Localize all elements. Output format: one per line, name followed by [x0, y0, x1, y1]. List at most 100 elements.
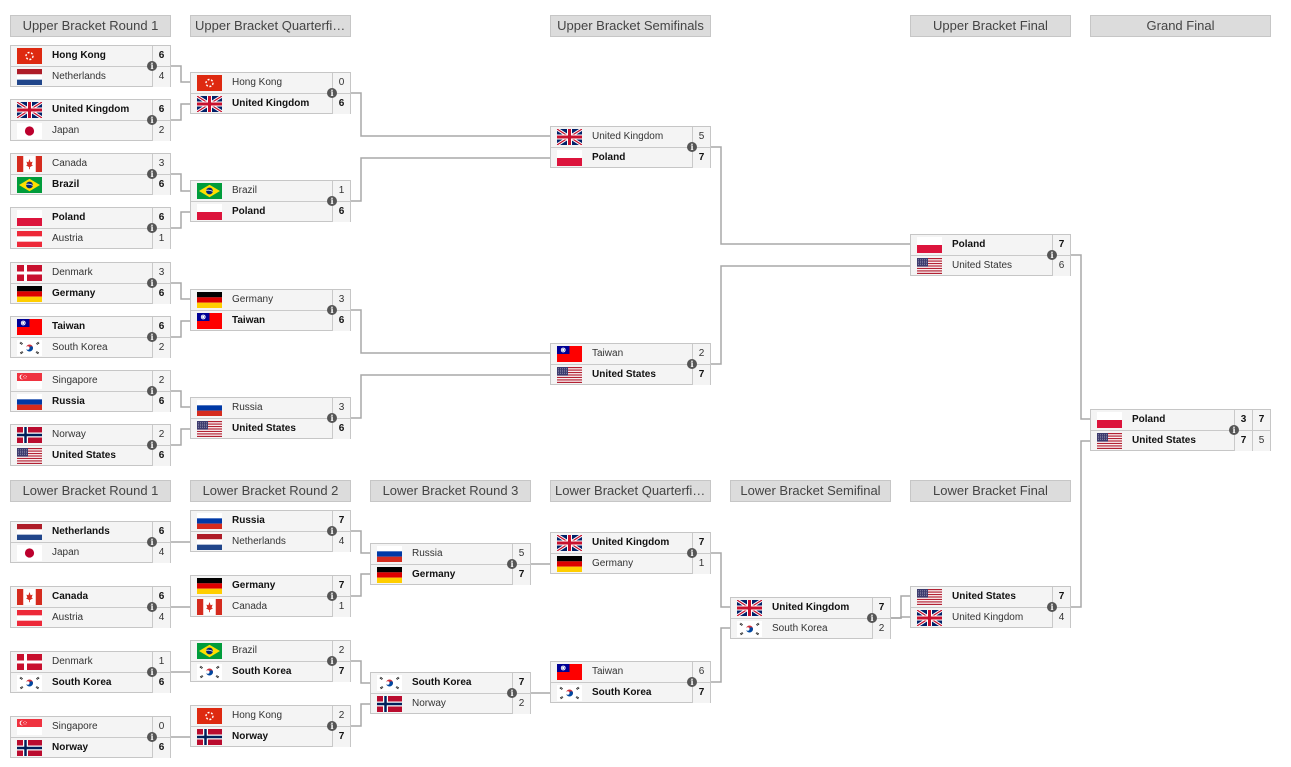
team-name: Norway	[52, 429, 86, 440]
team-score: 0	[152, 717, 170, 737]
match-info-icon[interactable]: i	[327, 305, 337, 315]
match-info-icon[interactable]: i	[687, 142, 697, 152]
south-korea-flag-icon	[197, 664, 222, 680]
canada-flag-icon	[17, 156, 42, 172]
match-info-icon[interactable]: i	[507, 688, 517, 698]
match-info-icon[interactable]: i	[687, 359, 697, 369]
match-info-icon[interactable]: i	[327, 413, 337, 423]
singapore-flag-icon	[17, 719, 42, 735]
team-score: 6	[152, 208, 170, 228]
match-info-icon[interactable]: i	[147, 440, 157, 450]
match-info-icon[interactable]: i	[1047, 602, 1057, 612]
match-info-icon[interactable]: i	[147, 667, 157, 677]
team-score: 6	[332, 202, 350, 222]
match-info-icon[interactable]: i	[687, 548, 697, 558]
match-info-icon[interactable]: i	[1047, 250, 1057, 260]
match-info-icon[interactable]: i	[327, 721, 337, 731]
poland-flag-icon	[17, 210, 42, 226]
match-info-icon[interactable]: i	[147, 223, 157, 233]
match-info-icon[interactable]: i	[147, 169, 157, 179]
match-info-icon[interactable]: i	[147, 537, 157, 547]
team-score: 2	[152, 338, 170, 358]
match-info-icon[interactable]: i	[147, 61, 157, 71]
team-name: Poland	[52, 212, 86, 223]
team-name: Poland	[232, 206, 266, 217]
match-info-icon[interactable]: i	[147, 732, 157, 742]
match-info-icon[interactable]: i	[327, 526, 337, 536]
team-score: 3	[332, 290, 350, 310]
match-info-icon[interactable]: i	[147, 278, 157, 288]
match-info-icon[interactable]: i	[327, 656, 337, 666]
team-name: Hong Kong	[232, 77, 283, 88]
team-name: Austria	[52, 233, 84, 244]
netherlands-flag-icon	[197, 534, 222, 550]
match-info-icon[interactable]: i	[147, 332, 157, 342]
team-name: Taiwan	[592, 666, 624, 677]
match-info-icon[interactable]: i	[507, 559, 517, 569]
header-lower-final: Lower Bracket Final	[910, 480, 1071, 502]
match-info-icon[interactable]: i	[327, 196, 337, 206]
match-info-icon[interactable]: i	[147, 386, 157, 396]
united-kingdom-flag-icon	[917, 610, 942, 626]
team-score: 6	[1052, 256, 1070, 276]
united-kingdom-flag-icon	[17, 102, 42, 118]
match-info-icon[interactable]: i	[867, 613, 877, 623]
team-score: 7	[512, 673, 530, 693]
team-name: United Kingdom	[952, 612, 1024, 623]
match-info-icon[interactable]: i	[687, 677, 697, 687]
match-info-icon[interactable]: i	[1229, 425, 1239, 435]
poland-flag-icon	[557, 150, 582, 166]
united-states-flag-icon	[917, 258, 942, 274]
match-info-icon[interactable]: i	[327, 88, 337, 98]
team-score: 6	[152, 100, 170, 120]
match-info-icon[interactable]: i	[147, 602, 157, 612]
team-score: 0	[332, 73, 350, 93]
match-info-icon[interactable]: i	[327, 591, 337, 601]
team-name: United States	[52, 450, 116, 461]
hong-kong-flag-icon	[17, 48, 42, 64]
team-name: Austria	[52, 612, 84, 623]
match-info-icon[interactable]: i	[147, 115, 157, 125]
